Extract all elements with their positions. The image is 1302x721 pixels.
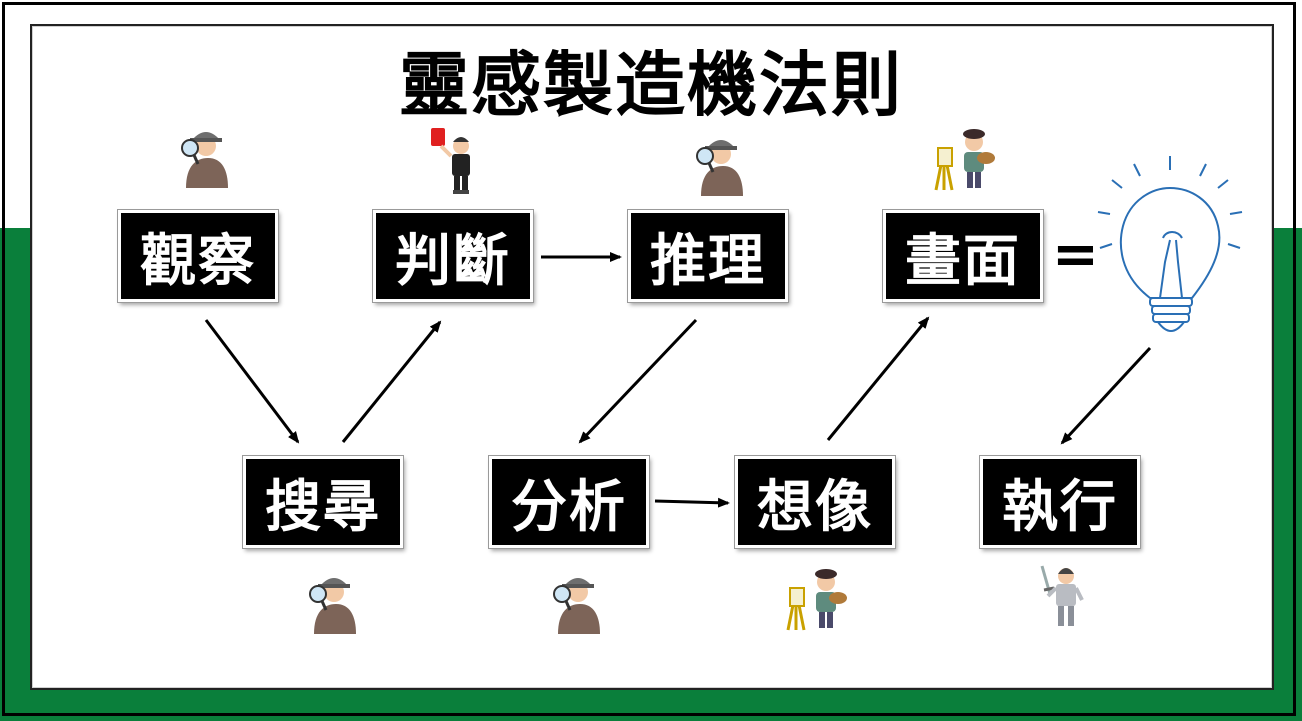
detective-magnifier-icon: [696, 140, 743, 196]
equals-sign: =: [1052, 222, 1099, 287]
detective-magnifier-icon: [181, 132, 228, 188]
arrow-analyze-imagine: [654, 497, 730, 508]
painter-easel-icon: [786, 569, 847, 631]
node-reason: 推理: [627, 209, 789, 303]
detective-magnifier-icon: [553, 578, 600, 634]
node-picture: 畫面: [882, 209, 1044, 303]
node-search: 搜尋: [242, 455, 404, 549]
arrow-bulb-execute: [1060, 346, 1152, 445]
arrow-observe-search: [204, 319, 300, 444]
page-title: 靈感製造機法則: [399, 44, 903, 126]
detective-magnifier-icon: [309, 578, 356, 634]
node-execute: 執行: [979, 455, 1141, 549]
node-analyze: 分析: [488, 455, 650, 549]
referee-red-card-icon: [431, 128, 470, 194]
knight-sword-icon: [1040, 565, 1084, 626]
arrow-reason-analyze: [578, 318, 698, 444]
arrow-search-judge: [341, 320, 442, 443]
node-observe: 觀察: [117, 209, 279, 303]
node-imagine: 想像: [734, 455, 896, 549]
painter-easel-icon: [934, 129, 995, 191]
arrow-imagine-picture: [826, 316, 930, 441]
node-judge: 判斷: [372, 209, 534, 303]
